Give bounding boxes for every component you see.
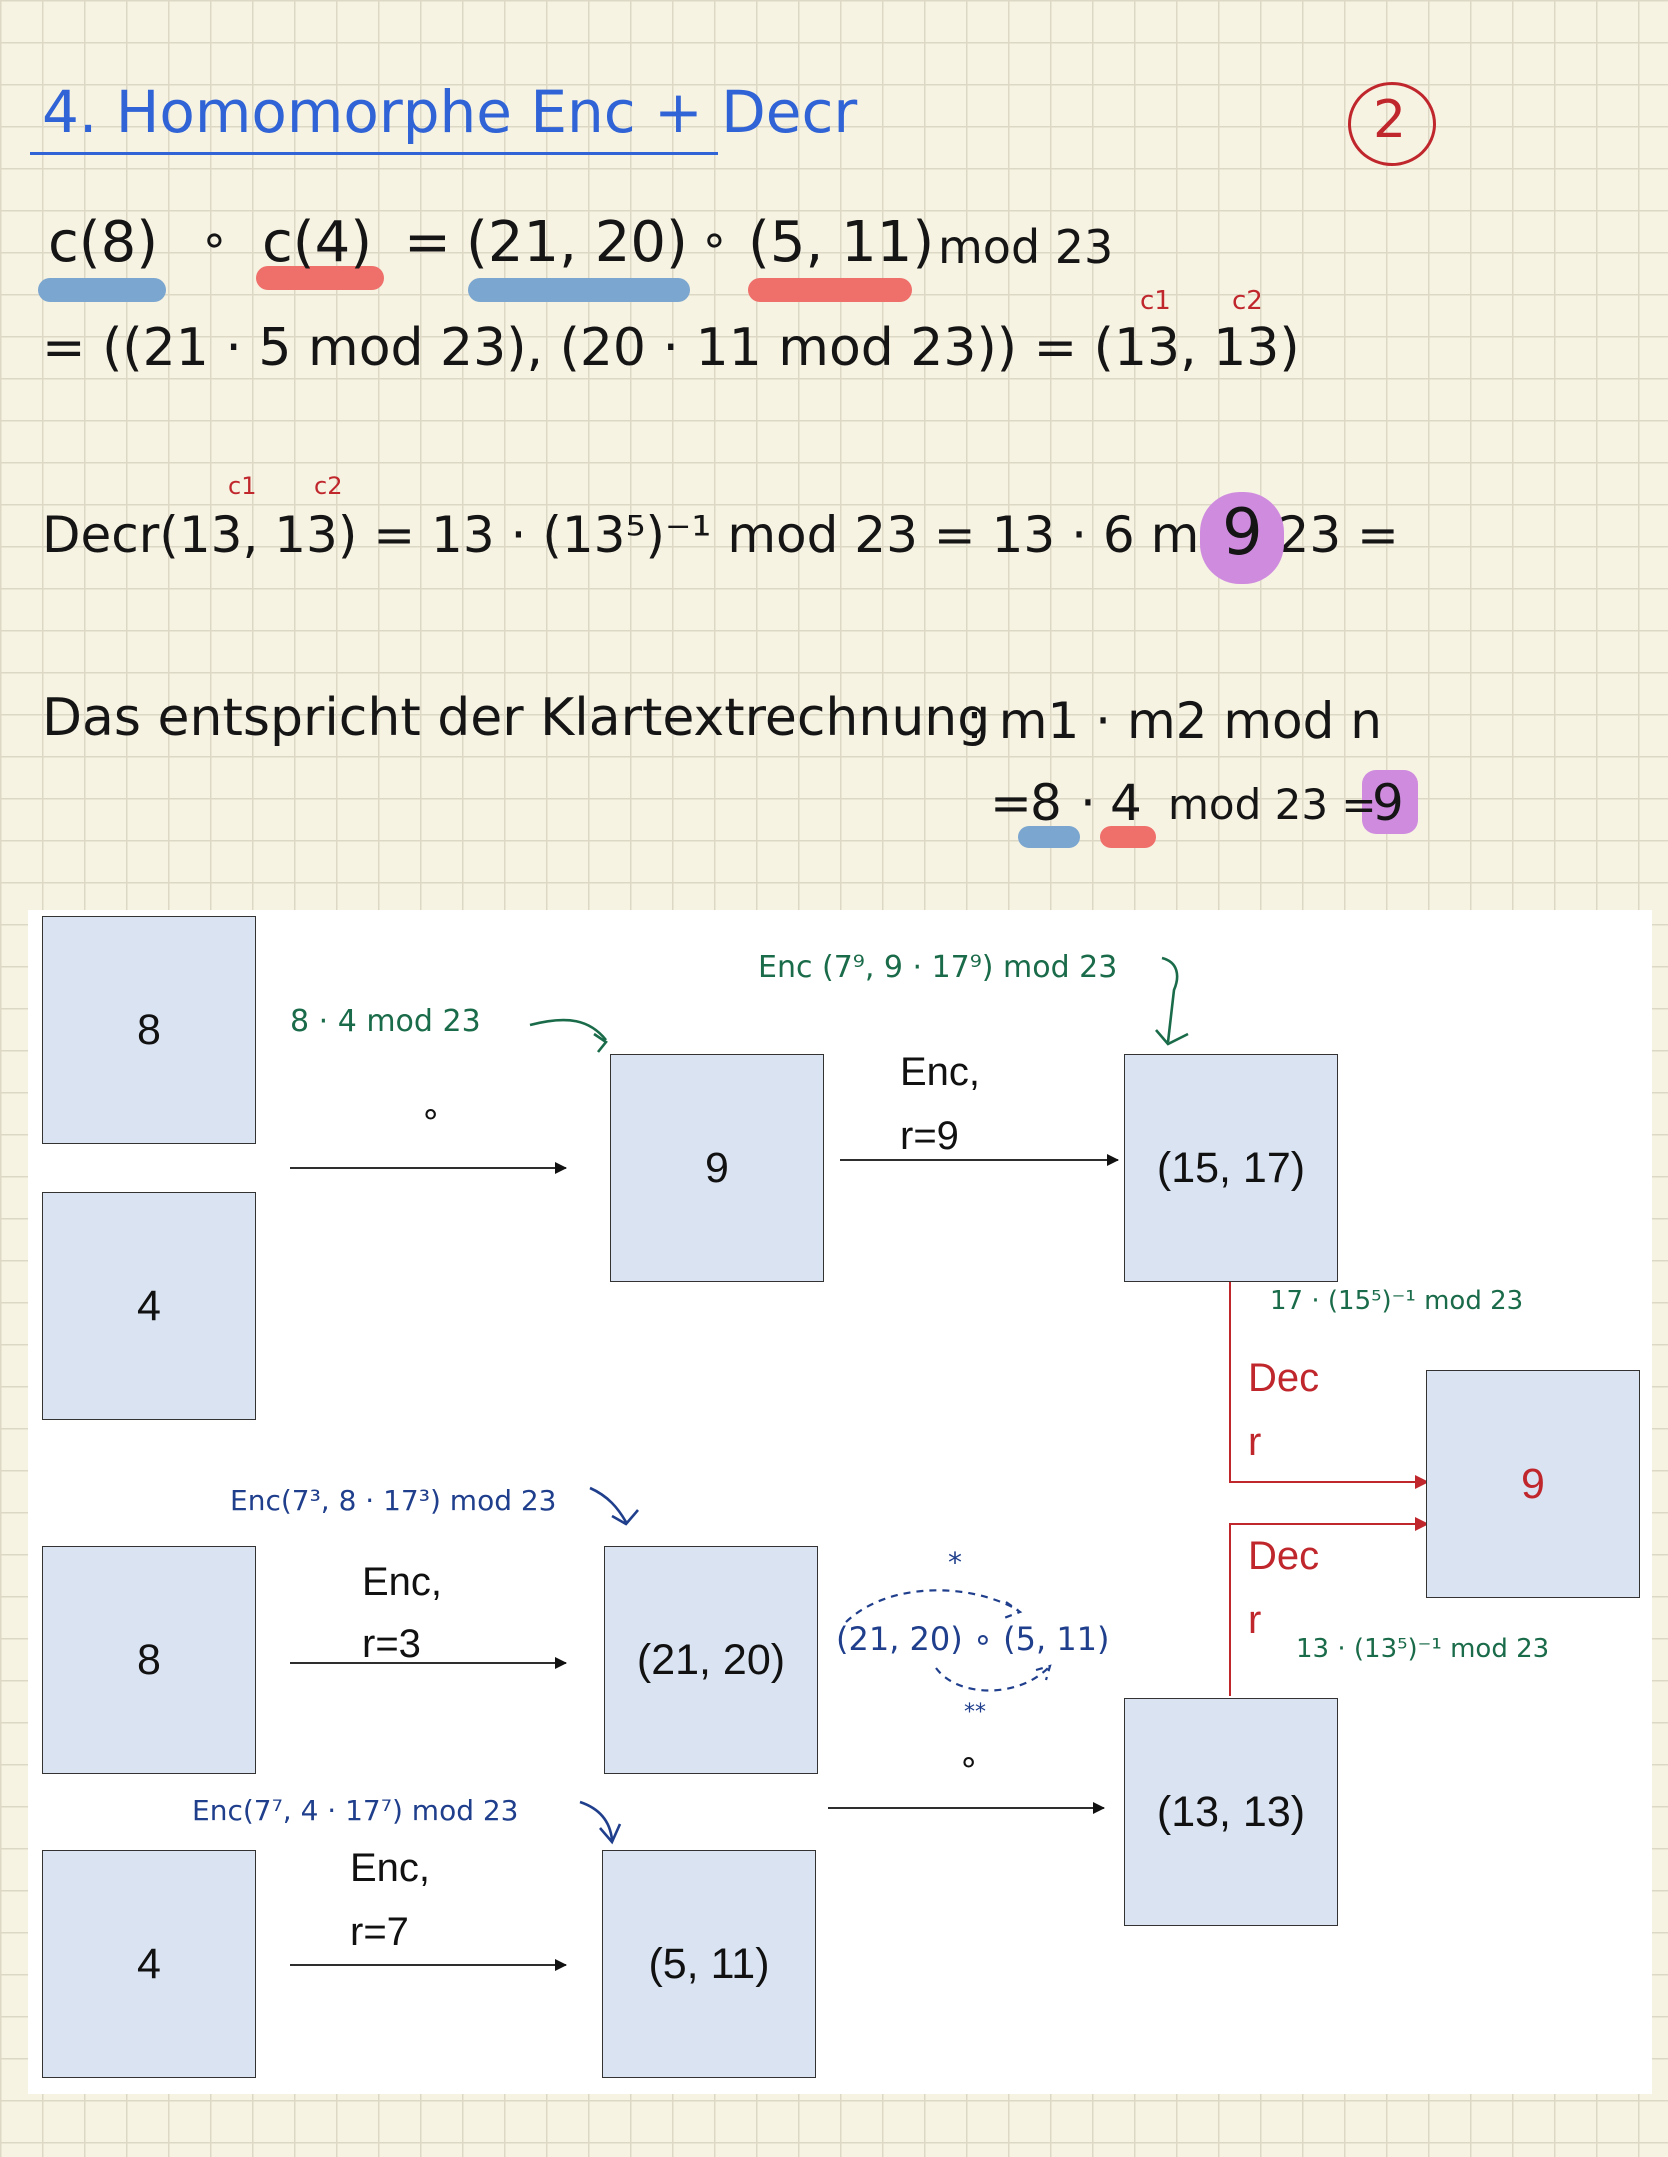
cipher-pair-1: (21, 20) [466,210,688,275]
combine-arrow-bottom [935,1664,1052,1692]
cipher-c4: c(4) [262,210,373,275]
enc-top-param: r=9 [900,1114,959,1158]
cipher-box-4: (5, 11) [602,1850,816,2078]
note-arrow-enc-top [1155,956,1189,1046]
op-composition-2: ∘ [700,212,729,266]
diagram-arrows [290,956,1429,1971]
highlight-decr-result [1200,492,1284,584]
plaintext-product-box: 9 [610,1054,824,1282]
decr-label-c1: c1 [228,472,257,500]
plaintext-box-4-bottom: 4 [42,1850,256,2078]
note-plain-mult: 8 · 4 mod 23 [290,1004,481,1039]
cipher-product-box: (13, 13) [1124,1698,1338,1926]
plain-m2: 4 [1110,774,1142,832]
cipher-box-8: (21, 20) [604,1546,818,1774]
note-decr-top: 17 · (15⁵)⁻¹ mod 23 [1270,1286,1524,1316]
cipher-c8: c(8) [48,210,159,275]
note-star-bottom: ** [964,1700,986,1725]
highlight-c8 [38,278,166,302]
decr-bottom-label: Dec [1248,1534,1320,1578]
note-star-top: * [948,1546,962,1579]
highlight-m2 [1100,826,1156,848]
note-enc-8: Enc(7³, 8 · 17³) mod 23 [230,1484,557,1517]
enc-4-param: r=7 [350,1910,409,1954]
decrypted-result-box: 9 [1426,1370,1640,1598]
highlight-plain-result [1362,770,1418,834]
highlight-pair2 [748,278,912,302]
title-underline [30,152,718,155]
cipher-box-top: (15, 17) [1124,1054,1338,1282]
plaintext-box-8-top: 8 [42,916,256,1144]
note-enc-top: Enc (7⁹, 9 · 17⁹) mod 23 [758,950,1118,985]
op-composition: ∘ [200,212,229,266]
decr-bottom-label-2: r [1248,1598,1262,1642]
page-number-circle [1348,82,1436,166]
plain-result: 9 [1372,774,1404,832]
note-arrow-plain [529,1018,608,1053]
op-cipher: ∘ [958,1743,980,1781]
arrow-decr-bottom [1229,1517,1429,1696]
plain-dot: · [1080,774,1096,832]
note-decr-bottom: 13 · (13⁵)⁻¹ mod 23 [1296,1634,1550,1664]
decr-top-label-2: r [1248,1420,1262,1464]
decr-label-c2: c2 [314,472,343,500]
highlight-c4 [256,266,384,290]
enc-8-param: r=3 [362,1622,421,1666]
plain-mod: mod 23 = [1168,780,1377,829]
enc-4-label: Enc, [350,1846,431,1890]
label-c1: c1 [1140,286,1171,316]
homomorphic-diagram: 8 4 ∘ 9 Enc, r=9 (15, 17) Dec r 9 Dec r … [28,910,1652,2094]
page-number: 2 [1373,90,1407,150]
arrow-decr-top [1229,1282,1429,1489]
label-c2: c2 [1232,286,1263,316]
note-combine: (21, 20) ∘ (5, 11) [836,1620,1110,1658]
note-arrow-enc-4 [579,1800,622,1845]
op-plain: ∘ [420,1095,442,1133]
plain-m1: 8 [1030,774,1062,832]
plaintext-box-4-top: 4 [42,1192,256,1420]
plaintext-box-8-bottom: 8 [42,1546,256,1774]
klartext-formula: : m1 · m2 mod n [966,692,1382,750]
highlight-pair1 [468,278,690,302]
note-arrow-enc-8 [589,1486,639,1526]
equals-sign: = [404,210,451,275]
enc-8-label: Enc, [362,1560,443,1604]
combine-arrow-top [845,1589,1023,1623]
decryption-equation: Decr(13, 13) = 13 · (13⁵)⁻¹ mod 23 = 13 … [42,506,1399,564]
decryption-result: 9 [1222,496,1263,570]
modulus-23: mod 23 [938,220,1114,274]
product-line: = ((21 · 5 mod 23), (20 · 11 mod 23)) = … [42,318,1300,378]
enc-top-label: Enc, [900,1050,981,1094]
klartext-sentence: Das entspricht der Klartextrechnung [42,688,991,748]
highlight-m1 [1018,826,1080,848]
page-title: 4. Homomorphe Enc + Decr [42,78,858,146]
cipher-pair-2: (5, 11) [748,210,935,275]
decr-top-label: Dec [1248,1356,1320,1400]
plain-eq: = [990,774,1032,832]
note-enc-4: Enc(7⁷, 4 · 17⁷) mod 23 [192,1794,519,1827]
